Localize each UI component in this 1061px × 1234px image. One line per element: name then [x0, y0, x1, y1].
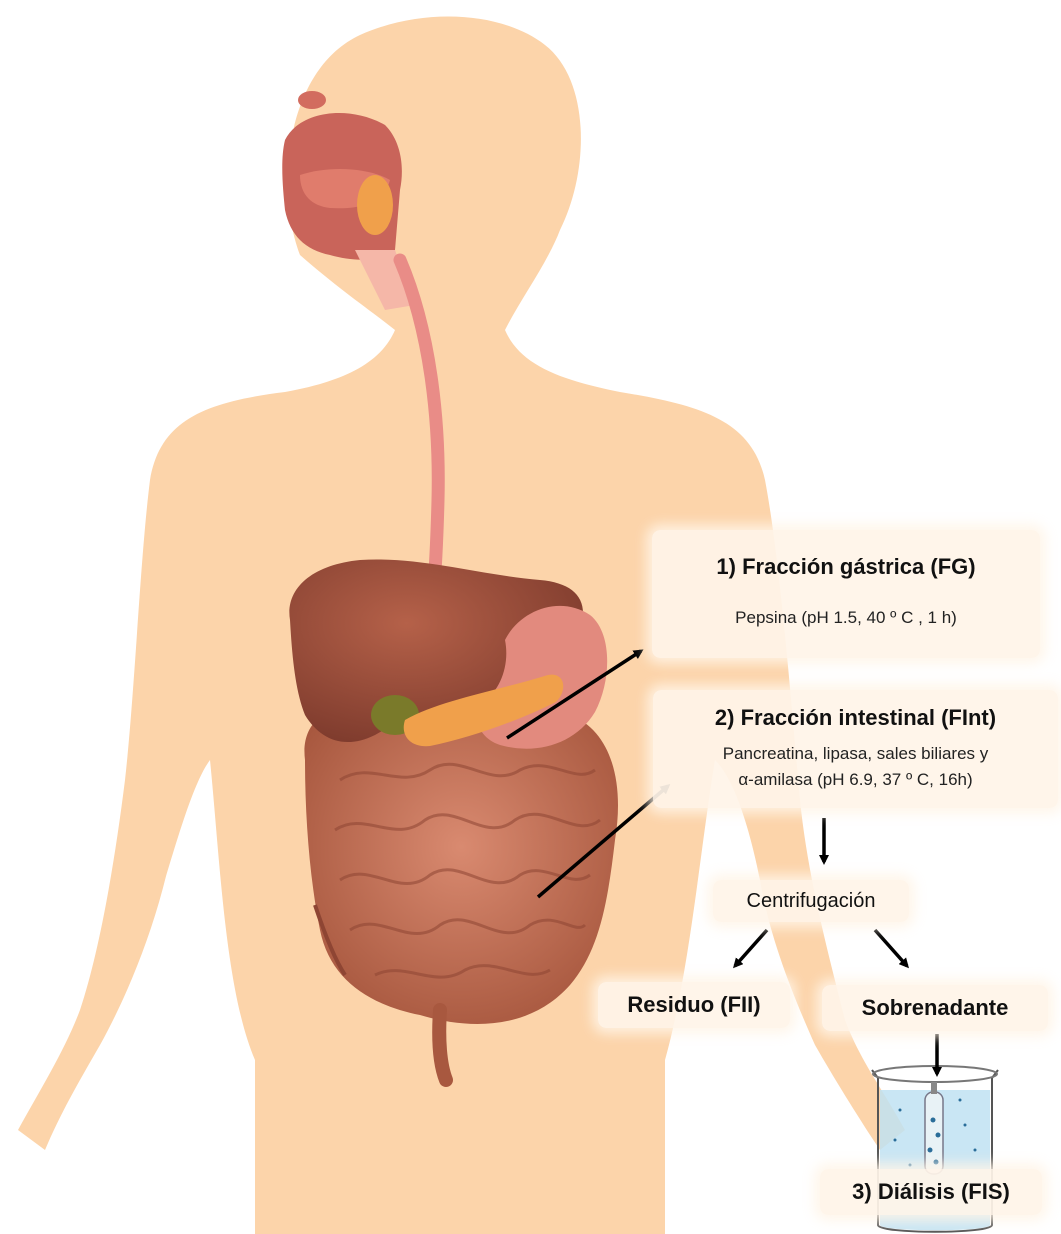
intestinal-fraction-box: 2) Fracción intestinal (FInt) Pancreatin…: [653, 690, 1058, 808]
gastric-fraction-title: 1) Fracción gástrica (FG): [652, 554, 1040, 580]
arrow-centrifugation-to-supernatant: [875, 930, 907, 966]
centrifugation-label: Centrifugación: [713, 880, 909, 922]
intestinal-fraction-title: 2) Fracción intestinal (FInt): [653, 705, 1058, 731]
intestinal-conditions-line-2: α-amilasa (pH 6.9, 37 º C, 16h): [653, 770, 1058, 790]
dialysis-label: 3) Diálisis (FIS): [820, 1169, 1042, 1215]
supernatant-label: Sobrenadante: [822, 985, 1048, 1031]
arrow-centrifugation-to-residue: [735, 930, 767, 966]
gastric-fraction-box: 1) Fracción gástrica (FG) Pepsina (pH 1.…: [652, 530, 1040, 658]
gastric-fraction-conditions: Pepsina (pH 1.5, 40 º C , 1 h): [652, 608, 1040, 628]
intestinal-conditions-line-1: Pancreatina, lipasa, sales biliares y: [653, 744, 1058, 764]
residue-label: Residuo (FII): [598, 982, 790, 1028]
